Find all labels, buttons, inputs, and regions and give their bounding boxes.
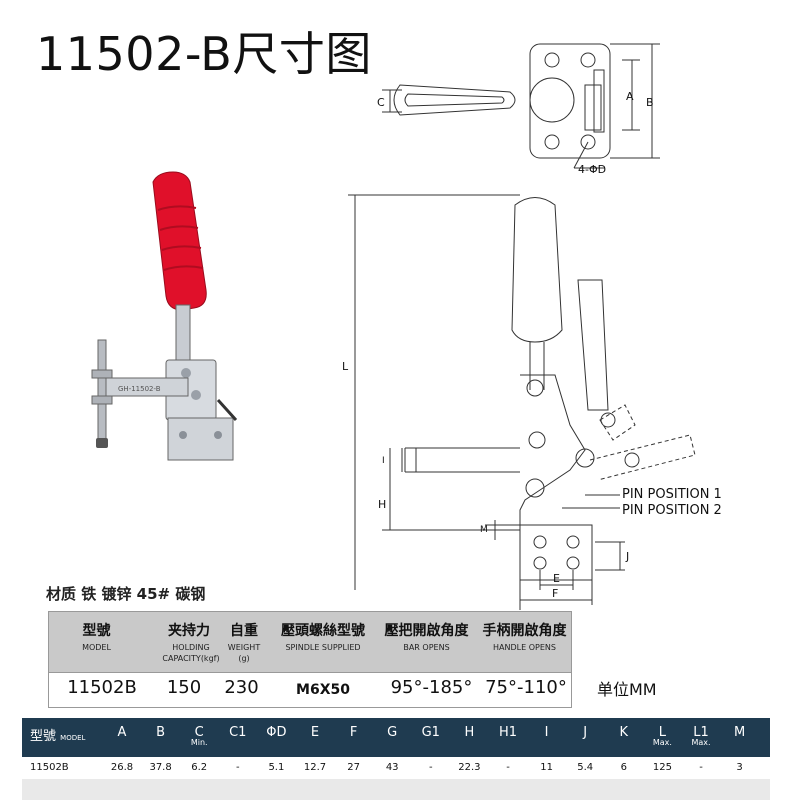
dim-value-f: 27 [347, 762, 360, 773]
spec-value-bar-opens: 95°-185° [390, 677, 473, 698]
spec-header-model: 型號 MODEL [82, 623, 111, 652]
page-title: 11502-B尺寸图 [36, 27, 372, 81]
dim-label-h: H [378, 498, 386, 511]
dim-header-model: 型號 MODEL [30, 729, 86, 744]
dim-value-h: 22.3 [458, 762, 481, 773]
spec-header-holding: 夹持力 HOLDING CAPACITY(kgf) [162, 623, 220, 663]
spec-value-spindle: M6X50 [296, 682, 350, 698]
side-view [348, 194, 696, 610]
spindle-screw [97, 339, 107, 441]
unit-label: 单位MM [597, 680, 657, 699]
dim-value-j: 5.4 [577, 762, 594, 773]
dim-value-b: 37.8 [149, 762, 172, 773]
dim-value-c1: - [235, 762, 240, 773]
spec-header-bar-opens: 壓把開啟角度 BAR OPENS [384, 623, 469, 652]
dim-value-g: 43 [385, 762, 399, 773]
dim-value-e: 12.7 [303, 762, 327, 773]
dim-value-l: 125 [652, 762, 672, 773]
dim-label-a: A [626, 90, 634, 103]
dim-label-phi-d: 4-ΦD [578, 163, 606, 176]
spec-table-header: 型號 MODEL 夹持力 HOLDING CAPACITY(kgf) 自重 WE… [48, 611, 572, 673]
handle-shaft [175, 304, 191, 366]
dim-label-j: J [625, 550, 629, 563]
spec-header-handle-opens: 手柄開啟角度 HANDLE OPENS [482, 623, 567, 652]
technical-drawing: C A B 4-ΦD [342, 43, 722, 610]
dim-label-e: E [553, 572, 560, 585]
dim-header-i: I [544, 725, 549, 740]
spec-header-weight: 自重 WEIGHT (g) [227, 623, 261, 663]
dim-label-m: M [480, 525, 488, 535]
dim-header-f: F [349, 725, 358, 740]
dim-value-m: 3 [736, 762, 743, 773]
dim-value-g1: - [428, 762, 433, 773]
footer-bar [22, 779, 770, 800]
dim-header-e: E [310, 725, 320, 740]
dim-value-a: 26.8 [110, 762, 134, 773]
product-photo: GH-11502-B [91, 171, 238, 461]
dim-header-c1: C1 [229, 725, 247, 740]
spec-value-holding: 150 [166, 677, 202, 698]
spec-value-weight: 230 [224, 677, 259, 698]
dim-header-g: G [387, 725, 398, 740]
dim-header-d: ΦD [266, 725, 287, 740]
dim-header-a: A [117, 725, 127, 740]
pin-position-2-label: PIN POSITION 2 [622, 503, 722, 518]
dim-label-i: I [382, 456, 385, 466]
clamp-base [167, 417, 234, 461]
dim-value-l1: - [699, 762, 703, 773]
material-note: 材质 铁 镀锌 45# 碳钢 [46, 585, 206, 603]
red-handle-grip [152, 171, 207, 311]
dim-value-c: 6.2 [191, 762, 208, 773]
spec-value-handle-opens: 75°-110° [485, 677, 567, 698]
dim-header-g1: G1 [421, 725, 440, 740]
spec-header-spindle: 壓頭螺絲型號 SPINDLE SUPPLIED [281, 623, 365, 652]
dim-value-k: 6 [620, 762, 627, 773]
dim-value-h1: - [506, 762, 510, 773]
dim-header-k: K [619, 725, 629, 740]
dim-header-m: M [733, 725, 746, 740]
spec-value-model: 11502B [67, 677, 137, 698]
dim-label-b: B [646, 96, 654, 109]
dim-row-model: 11502B [30, 762, 69, 773]
dim-value-i: 11 [540, 762, 553, 773]
dim-header-b: B [156, 725, 166, 740]
photo-bar-label: GH-11502-B [118, 385, 161, 393]
dim-value-d: 5.1 [268, 762, 285, 773]
pin-position-1-label: PIN POSITION 1 [622, 487, 722, 502]
dim-label-f: F [552, 587, 558, 600]
top-view [382, 43, 660, 169]
dim-header-h1: H1 [498, 725, 518, 740]
dim-header-h: H [464, 725, 475, 740]
table-row: 11502B 26.8 37.8 6.2 - 5.1 12.7 27 43 - 22.3 - 11 5.… [22, 757, 770, 779]
dim-label-l: L [342, 360, 349, 373]
dim-label-c: C [377, 96, 385, 109]
spec-table-values: 11502B 150 230 M6X50 95°-185° 75°-110° [48, 673, 572, 708]
dim-header-j: J [583, 725, 588, 740]
